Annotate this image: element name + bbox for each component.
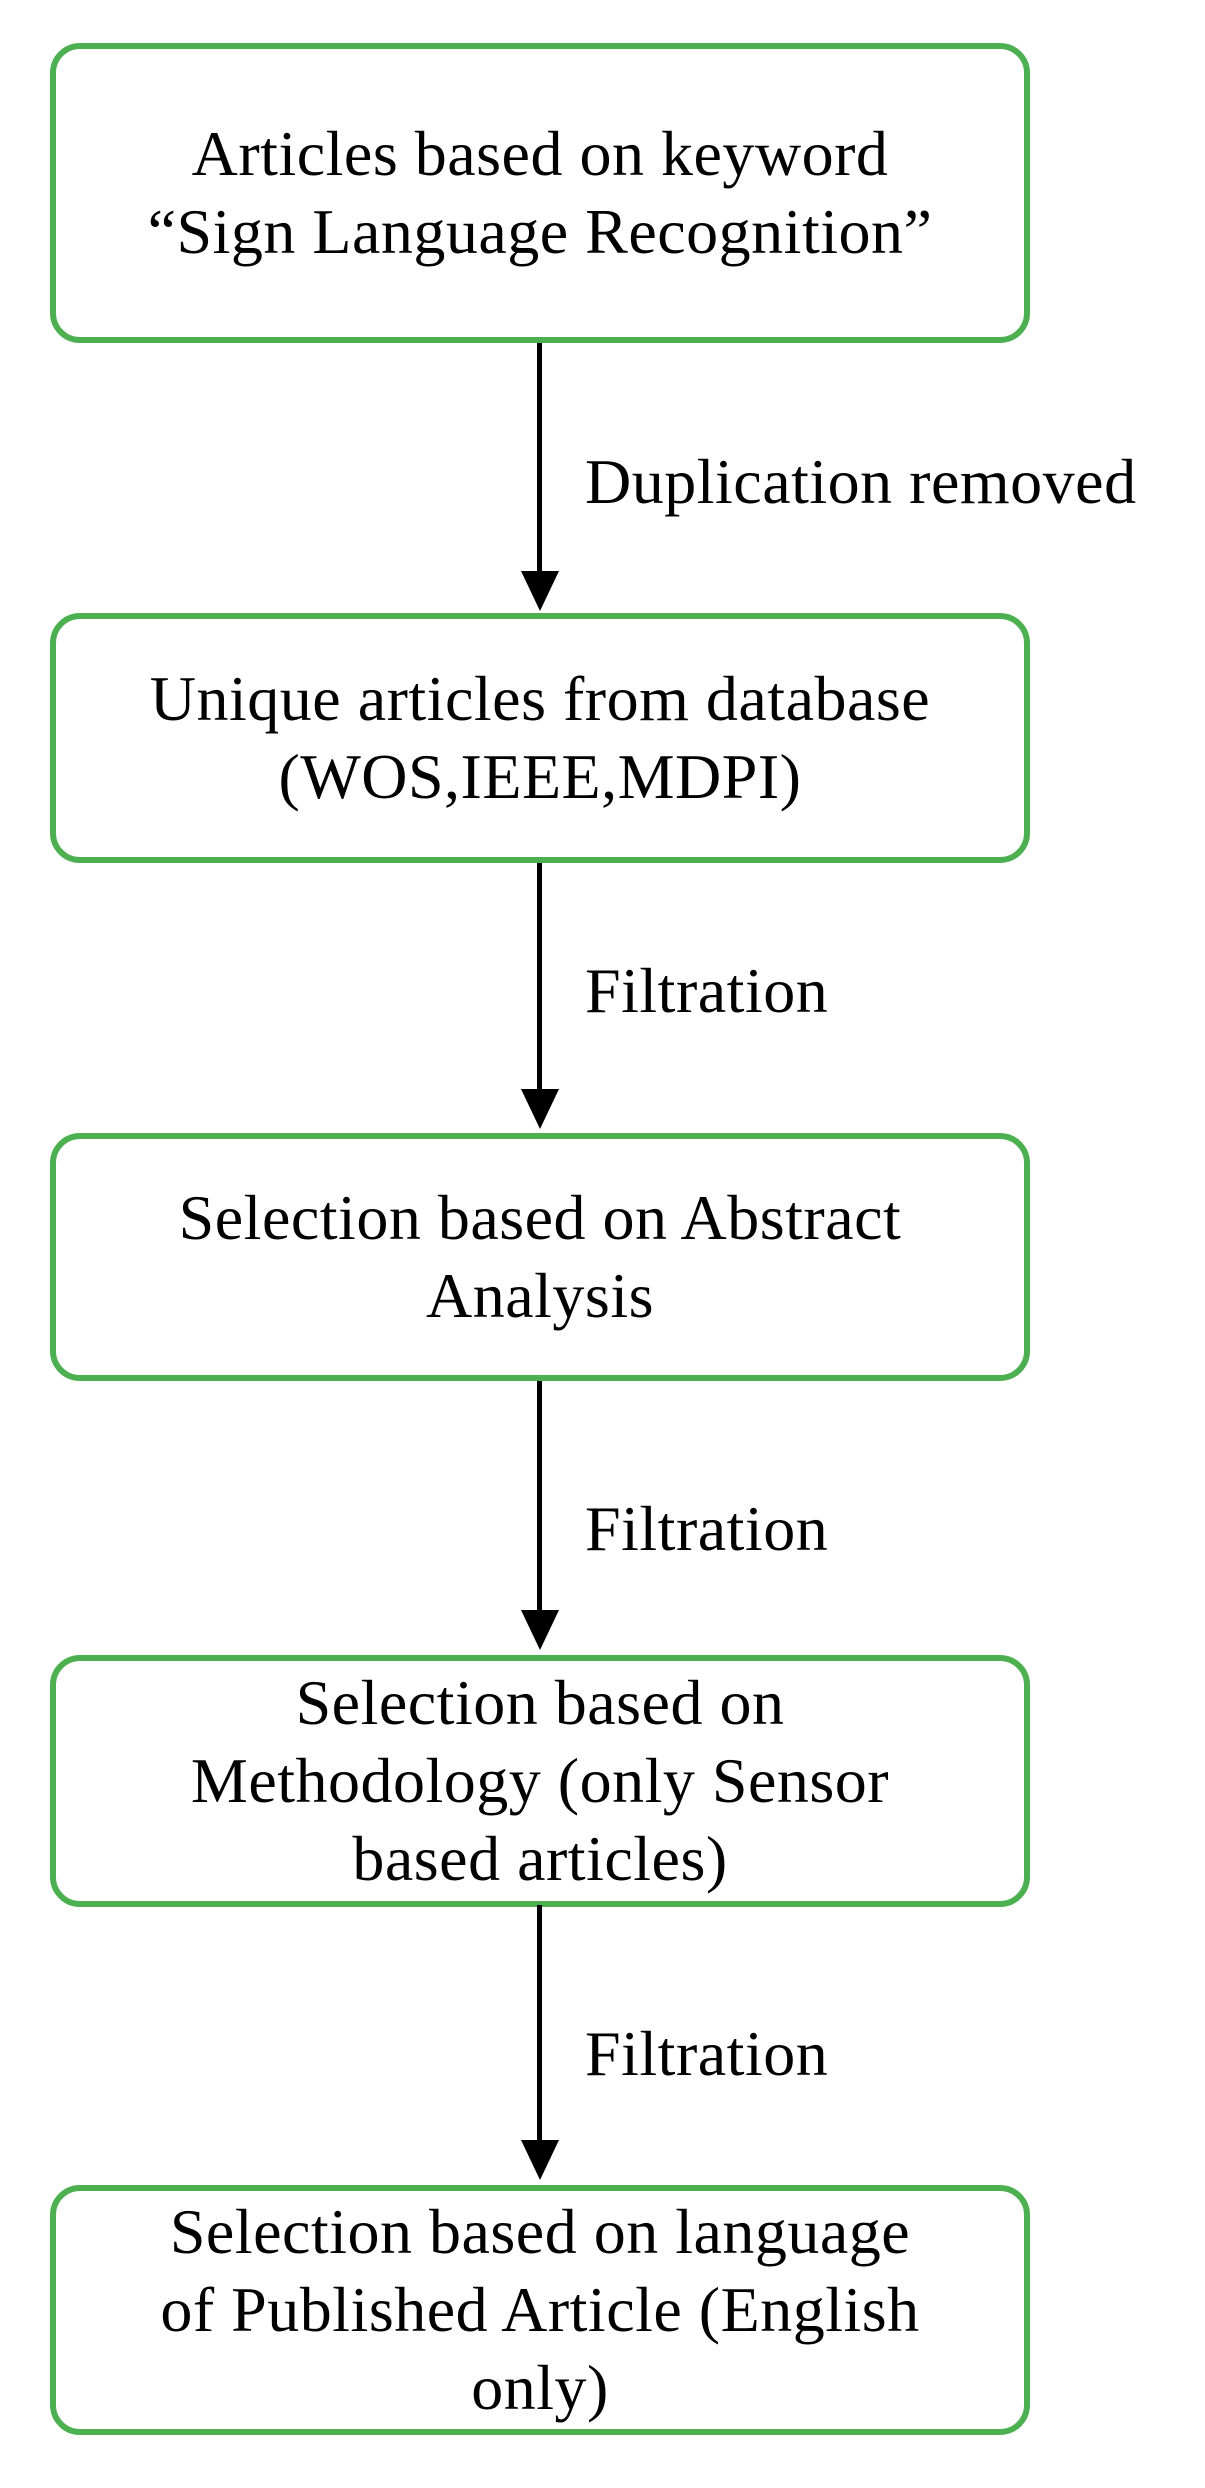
node-text-line: Articles based on keyword [191, 118, 889, 189]
node-text-line: Analysis [426, 1260, 654, 1331]
node-language-selection: Selection based on language of Published… [50, 2185, 1030, 2435]
node-text-line: (WOS,IEEE,MDPI) [278, 741, 802, 812]
node-methodology-selection: Selection based on Methodology (only Sen… [50, 1655, 1030, 1907]
node-text-line: “Sign Language Recognition” [147, 196, 933, 267]
edge-label-filtration-1: Filtration [585, 955, 829, 1026]
flow-arrow-2 [537, 863, 542, 1093]
node-text-line: based articles) [352, 1823, 728, 1894]
node-text-line: Selection based on Abstract [178, 1182, 902, 1253]
edge-label-filtration-2: Filtration [585, 1493, 829, 1564]
node-text-line: Selection based on language [169, 2196, 911, 2267]
node-text-line: Methodology (only Sensor [190, 1745, 890, 1816]
node-text-line: Selection based on [295, 1667, 785, 1738]
node-abstract-analysis-selection: Selection based on Abstract Analysis [50, 1133, 1030, 1381]
node-articles-by-keyword: Articles based on keyword “Sign Language… [50, 43, 1030, 343]
edge-label-filtration-3: Filtration [585, 2018, 829, 2089]
arrowhead-down-icon [521, 571, 559, 611]
edge-label-duplication-removed: Duplication removed [585, 446, 1137, 517]
node-text-line: Unique articles from database [149, 663, 931, 734]
node-text-line: of Published Article (English [160, 2274, 920, 2345]
flow-arrow-4 [537, 1905, 542, 2144]
node-unique-articles-database: Unique articles from database (WOS,IEEE,… [50, 613, 1030, 863]
flow-arrow-3 [537, 1381, 542, 1614]
arrowhead-down-icon [521, 2140, 559, 2180]
arrowhead-down-icon [521, 1610, 559, 1650]
node-text-line: only) [471, 2352, 609, 2423]
flow-arrow-1 [537, 343, 542, 575]
arrowhead-down-icon [521, 1089, 559, 1129]
